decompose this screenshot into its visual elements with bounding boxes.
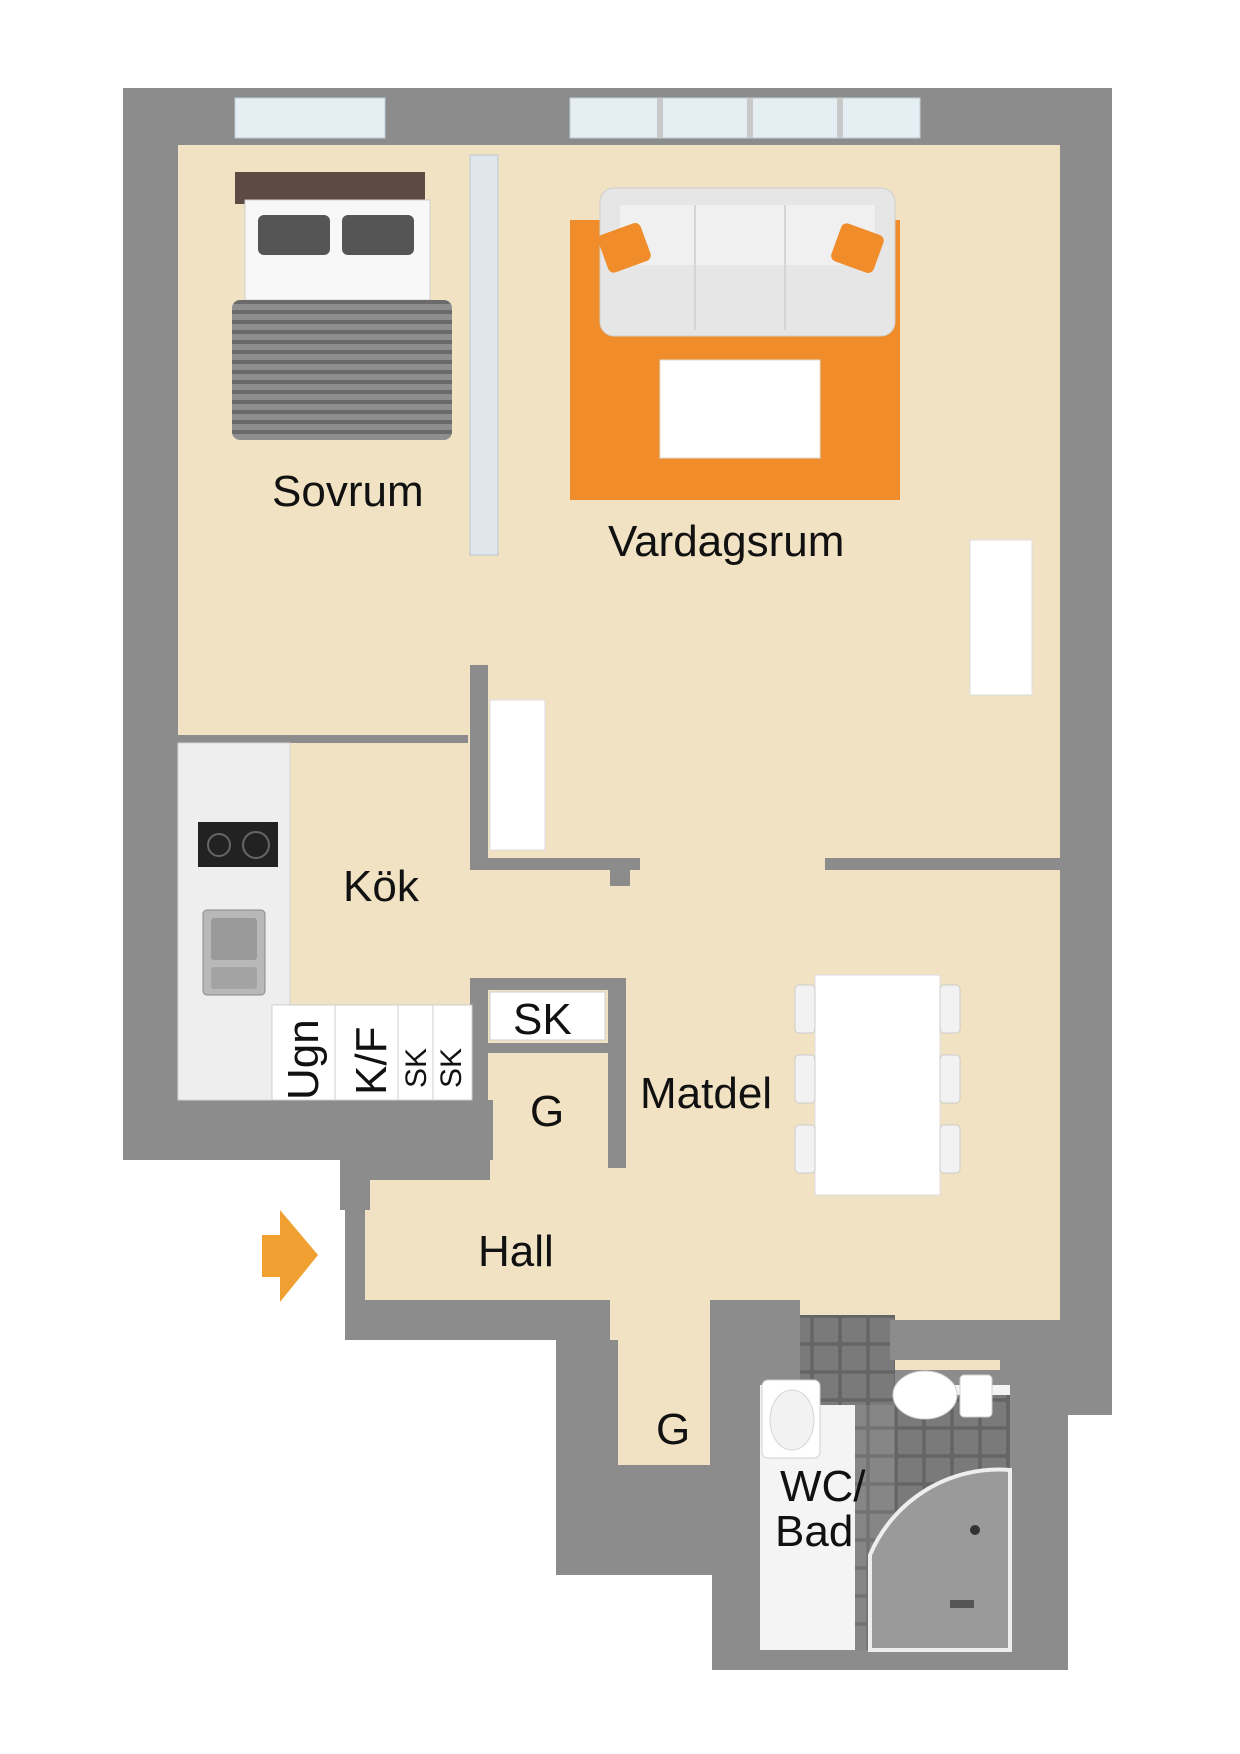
windows xyxy=(234,97,921,139)
fixture-label-ugn: Ugn xyxy=(279,1019,328,1100)
living-room-furniture xyxy=(570,187,900,500)
fixture-label-kf: K/F xyxy=(347,1026,396,1095)
dining-table-icon xyxy=(794,974,961,1196)
kitchen-counter xyxy=(177,742,473,1101)
fixture-label-sk2: SK xyxy=(435,1047,468,1088)
chair-icon xyxy=(794,984,961,1174)
room-label-wc-line1: WC/ xyxy=(780,1462,866,1511)
entrance-arrow-icon xyxy=(262,1210,318,1302)
wardrobe-divider xyxy=(469,154,499,556)
sideboard xyxy=(969,539,1033,696)
toilet-icon xyxy=(892,1370,993,1420)
sofa-icon xyxy=(598,187,896,337)
room-label-vardagsrum: Vardagsrum xyxy=(608,517,845,566)
sink-icon xyxy=(202,909,266,996)
room-label-sovrum: Sovrum xyxy=(272,467,424,516)
shelf xyxy=(489,699,546,851)
room-label-wc-line2: Bad xyxy=(775,1507,854,1556)
stove-icon xyxy=(198,822,278,867)
bathroom xyxy=(760,1315,1012,1652)
room-label-hall: Hall xyxy=(478,1227,554,1276)
room-label-kok: Kök xyxy=(343,862,419,911)
interior-walls xyxy=(123,665,1060,1575)
shower-icon xyxy=(868,1467,1012,1652)
washbasin-icon xyxy=(761,1379,821,1459)
fixture-label-sk-closet: SK xyxy=(513,995,572,1044)
room-label-g-upper: G xyxy=(530,1087,565,1136)
fixture-label-sk1: SK xyxy=(400,1047,433,1088)
bed-icon xyxy=(232,172,452,440)
room-label-g-lower: G xyxy=(656,1405,691,1454)
coffee-table-icon xyxy=(659,359,821,459)
room-label-matdel: Matdel xyxy=(640,1069,773,1118)
sk-closet xyxy=(489,991,606,1041)
